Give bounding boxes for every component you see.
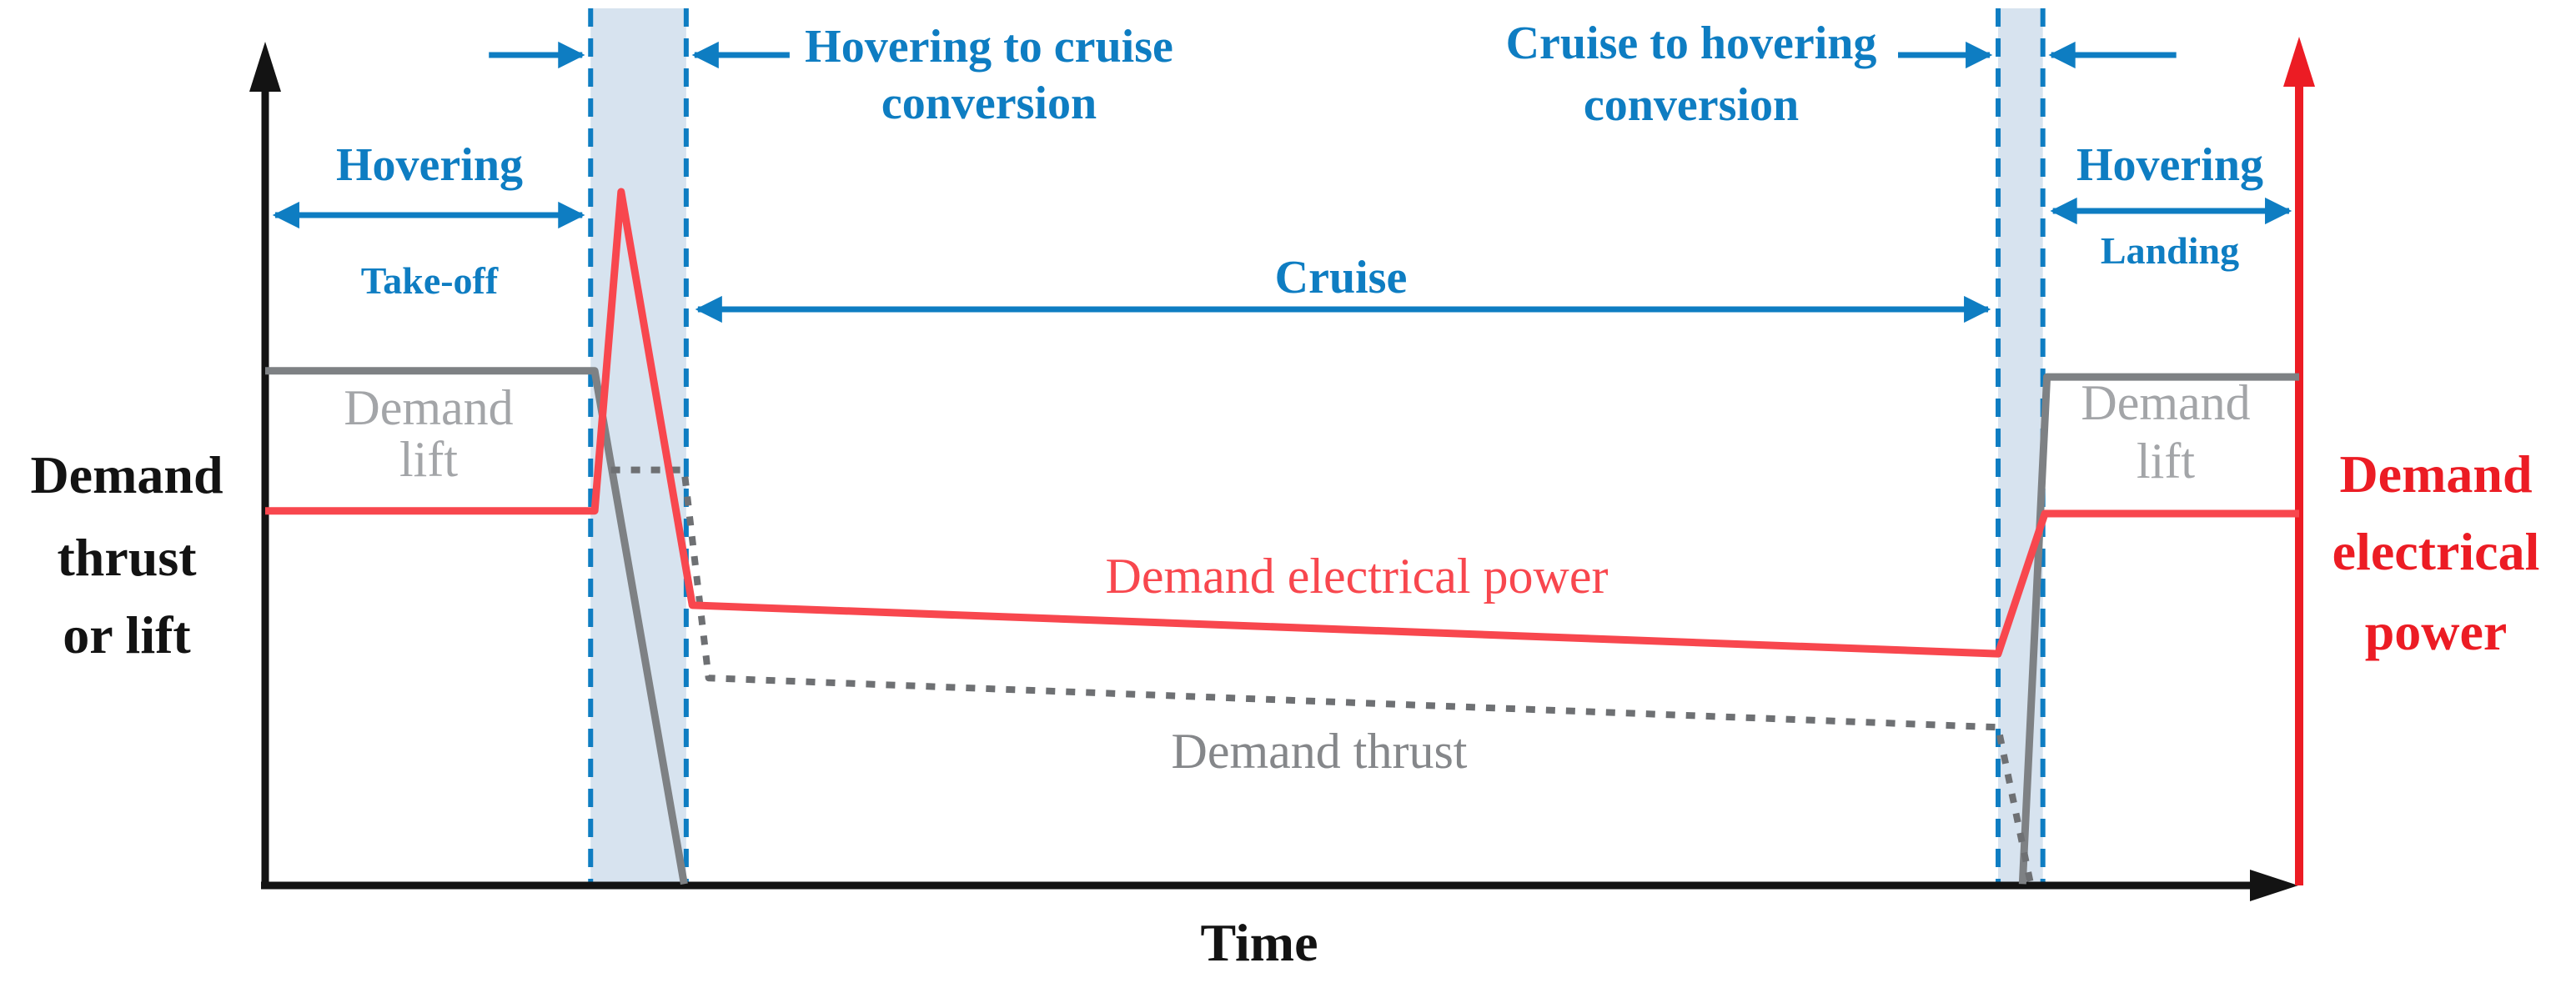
phase-label-cruise: Cruise	[1275, 252, 1408, 303]
series-label-demand-lift-right-line1: Demand	[2081, 375, 2250, 430]
series-demand-lift-segment-2	[2018, 373, 2299, 885]
x-axis-arrowhead-icon	[2250, 870, 2298, 901]
phase-label-cruise-to-hover-line2: conversion	[1584, 79, 1799, 131]
series-label-demand-lift-right-line2: lift	[2137, 434, 2195, 489]
phase-label-cruise-to-hover-line1: Cruise to hovering	[1506, 18, 1877, 69]
phase-label-hovering-takeoff: Hovering	[336, 139, 523, 191]
phase-arrows-layer	[272, 41, 2292, 323]
series-demand-thrust-segment-1	[610, 466, 2035, 885]
series-label-demand-electrical-power: Demand electrical power	[1105, 549, 1608, 604]
phase-sublabel-takeoff: Take-off	[361, 259, 499, 302]
series-layer	[265, 188, 2299, 885]
series-label-demand-thrust: Demand thrust	[1172, 724, 1468, 779]
phase-sublabel-landing: Landing	[2101, 229, 2239, 272]
series-label-demand-lift-left-line1: Demand	[344, 380, 513, 435]
labels-layer: Hovering Take-off Hovering to cruise con…	[30, 18, 2539, 972]
axes-layer	[249, 37, 2315, 901]
series-demand-lift-segment-1	[265, 367, 688, 885]
y-axis-right-title-line2: electrical	[2332, 522, 2540, 581]
conversion-bands-layer	[588, 8, 2046, 885]
phase-label-hover-to-cruise-line2: conversion	[881, 78, 1097, 129]
conversion-band-2	[1998, 8, 2043, 885]
series-demand-electrical-power-segment-1	[265, 188, 2299, 658]
y-axis-left-title-line1: Demand	[30, 445, 223, 504]
y-axis-right-title-line1: Demand	[2339, 444, 2532, 504]
series-label-demand-lift-left-line2: lift	[399, 432, 458, 487]
y-axis-left-arrowhead-icon	[249, 42, 281, 92]
y-axis-right-arrowhead-icon	[2283, 37, 2315, 87]
x-axis-title: Time	[1200, 913, 1318, 972]
phase-label-hovering-landing: Hovering	[2076, 139, 2263, 191]
y-axis-left-title-line2: thrust	[57, 528, 197, 587]
y-axis-left-title-line3: or lift	[63, 605, 191, 665]
phase-label-hover-to-cruise-line1: Hovering to cruise	[805, 21, 1173, 73]
y-axis-right-title-line3: power	[2365, 602, 2508, 661]
